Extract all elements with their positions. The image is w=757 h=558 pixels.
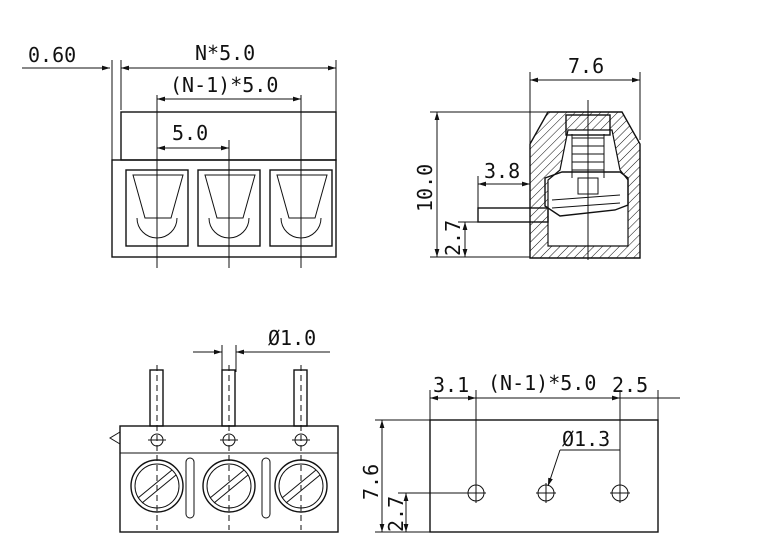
pcb-hole-1 — [466, 483, 486, 503]
dim-width-label: 7.6 — [568, 54, 604, 78]
pcb-footprint-view: 3.1 (N-1)*5.0 2.5 Ø1.3 7.6 — [359, 371, 680, 533]
dim-row-label: 2.7 — [384, 496, 408, 532]
bottom-view: Ø1.0 — [109, 326, 339, 533]
dim-height-label: 10.0 — [413, 164, 437, 212]
front-view: 0.60 N*5.0 (N-1)*5.0 5.0 — [22, 41, 337, 268]
screw-head-1 — [130, 459, 184, 513]
dim-hole-dia-label: Ø1.3 — [562, 427, 610, 451]
dim-pin-offset-label: 3.8 — [484, 159, 520, 183]
screw-head-2 — [202, 459, 256, 513]
dim-span-label: (N-1)*5.0 — [170, 73, 278, 97]
dim-pin-dia-label: Ø1.0 — [268, 326, 316, 350]
dim-offset-label: 0.60 — [28, 43, 76, 67]
dim-pin-height-label: 2.7 — [441, 220, 465, 256]
dim-total-label: N*5.0 — [195, 41, 255, 65]
dim-pitch-label: 5.0 — [172, 121, 208, 145]
dim-left-label: 3.1 — [433, 373, 469, 397]
screw-head-3 — [274, 459, 328, 513]
dim-span-label-2: (N-1)*5.0 — [488, 371, 596, 395]
pcb-hole-3 — [610, 483, 630, 503]
dim-height-label-2: 7.6 — [359, 464, 383, 500]
pcb-hole-2 — [536, 483, 556, 503]
dim-right-label: 2.5 — [612, 373, 648, 397]
side-view: 7.6 10.0 2.7 3.8 — [413, 54, 641, 260]
